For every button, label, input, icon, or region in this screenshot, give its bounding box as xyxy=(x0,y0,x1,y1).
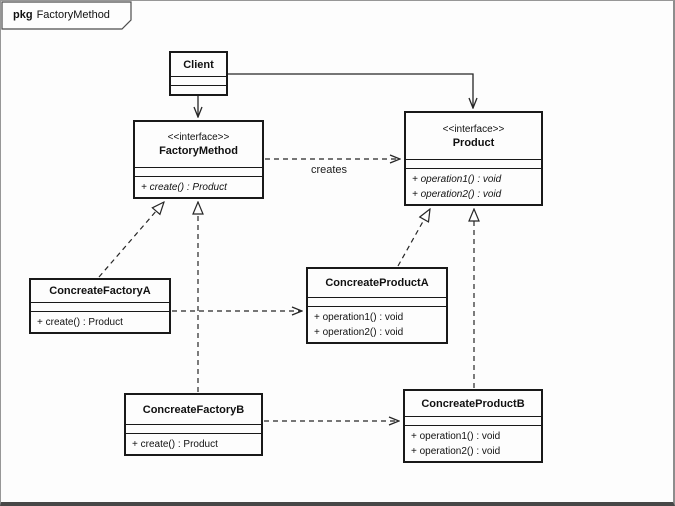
operation: + operation2() : void xyxy=(314,327,404,338)
class-name: FactoryMethod xyxy=(159,145,238,157)
operations-compartment: + create() : Product xyxy=(135,177,262,197)
class-factorymethod-title: <<interface>> FactoryMethod xyxy=(135,122,262,167)
operations-compartment xyxy=(171,86,226,94)
class-concreatefactoryb-title: ConcreateFactoryB xyxy=(126,395,261,424)
attributes-compartment xyxy=(171,76,226,86)
class-client-title: Client xyxy=(171,53,226,76)
operation: + operation1() : void xyxy=(314,312,404,323)
operation: + create() : Product xyxy=(141,182,227,193)
operation: + create() : Product xyxy=(37,317,123,328)
realization-producta-product xyxy=(397,209,430,267)
stereotype: <<interface>> xyxy=(442,123,505,135)
realization-factorya-factorymethod xyxy=(98,202,164,278)
creates-edge-label: creates xyxy=(310,164,348,176)
operation: + operation1() : void xyxy=(412,174,502,185)
package-keyword: pkg xyxy=(13,9,33,21)
class-client: Client xyxy=(169,51,228,96)
class-concreateproductb: ConcreateProductB + operation1() : void … xyxy=(403,389,543,463)
operations-compartment: + operation1() : void + operation2() : v… xyxy=(406,169,541,204)
attributes-compartment xyxy=(405,416,541,426)
association-client-product xyxy=(228,73,473,108)
class-name: Client xyxy=(183,58,214,71)
class-name: ConcreateFactoryA xyxy=(49,285,151,297)
stereotype: <<interface>> xyxy=(167,132,230,143)
operation: + operation2() : void xyxy=(411,446,501,457)
attributes-compartment xyxy=(406,159,541,169)
operations-compartment: + operation1() : void + operation2() : v… xyxy=(405,426,541,461)
class-concreateproductb-title: ConcreateProductB xyxy=(405,391,541,416)
class-concreatefactorya: ConcreateFactoryA + create() : Product xyxy=(29,278,171,334)
class-concreateproducta: ConcreateProductA + operation1() : void … xyxy=(306,267,448,344)
class-concreatefactoryb: ConcreateFactoryB + create() : Product xyxy=(124,393,263,456)
attributes-compartment xyxy=(126,424,261,434)
attributes-compartment xyxy=(135,167,262,177)
class-name: ConcreateProductB xyxy=(421,397,525,410)
operations-compartment: + create() : Product xyxy=(31,312,169,332)
class-product-title: <<interface>> Product xyxy=(406,113,541,159)
operations-compartment: + operation1() : void + operation2() : v… xyxy=(308,307,446,342)
operation: + create() : Product xyxy=(132,439,218,450)
package-name: FactoryMethod xyxy=(36,9,110,21)
attributes-compartment xyxy=(31,302,169,312)
class-factorymethod: <<interface>> FactoryMethod + create() :… xyxy=(133,120,264,199)
class-name: ConcreateProductA xyxy=(325,277,429,289)
class-product: <<interface>> Product + operation1() : v… xyxy=(404,111,543,206)
package-tab xyxy=(1,1,132,30)
operations-compartment: + create() : Product xyxy=(126,434,261,454)
operation: + operation1() : void xyxy=(411,431,501,442)
operation: + operation2() : void xyxy=(412,189,502,200)
attributes-compartment xyxy=(308,297,446,307)
class-concreatefactorya-title: ConcreateFactoryA xyxy=(31,280,169,302)
class-name: Product xyxy=(452,136,495,149)
class-concreateproducta-title: ConcreateProductA xyxy=(308,269,446,297)
class-name: ConcreateFactoryB xyxy=(142,403,245,416)
